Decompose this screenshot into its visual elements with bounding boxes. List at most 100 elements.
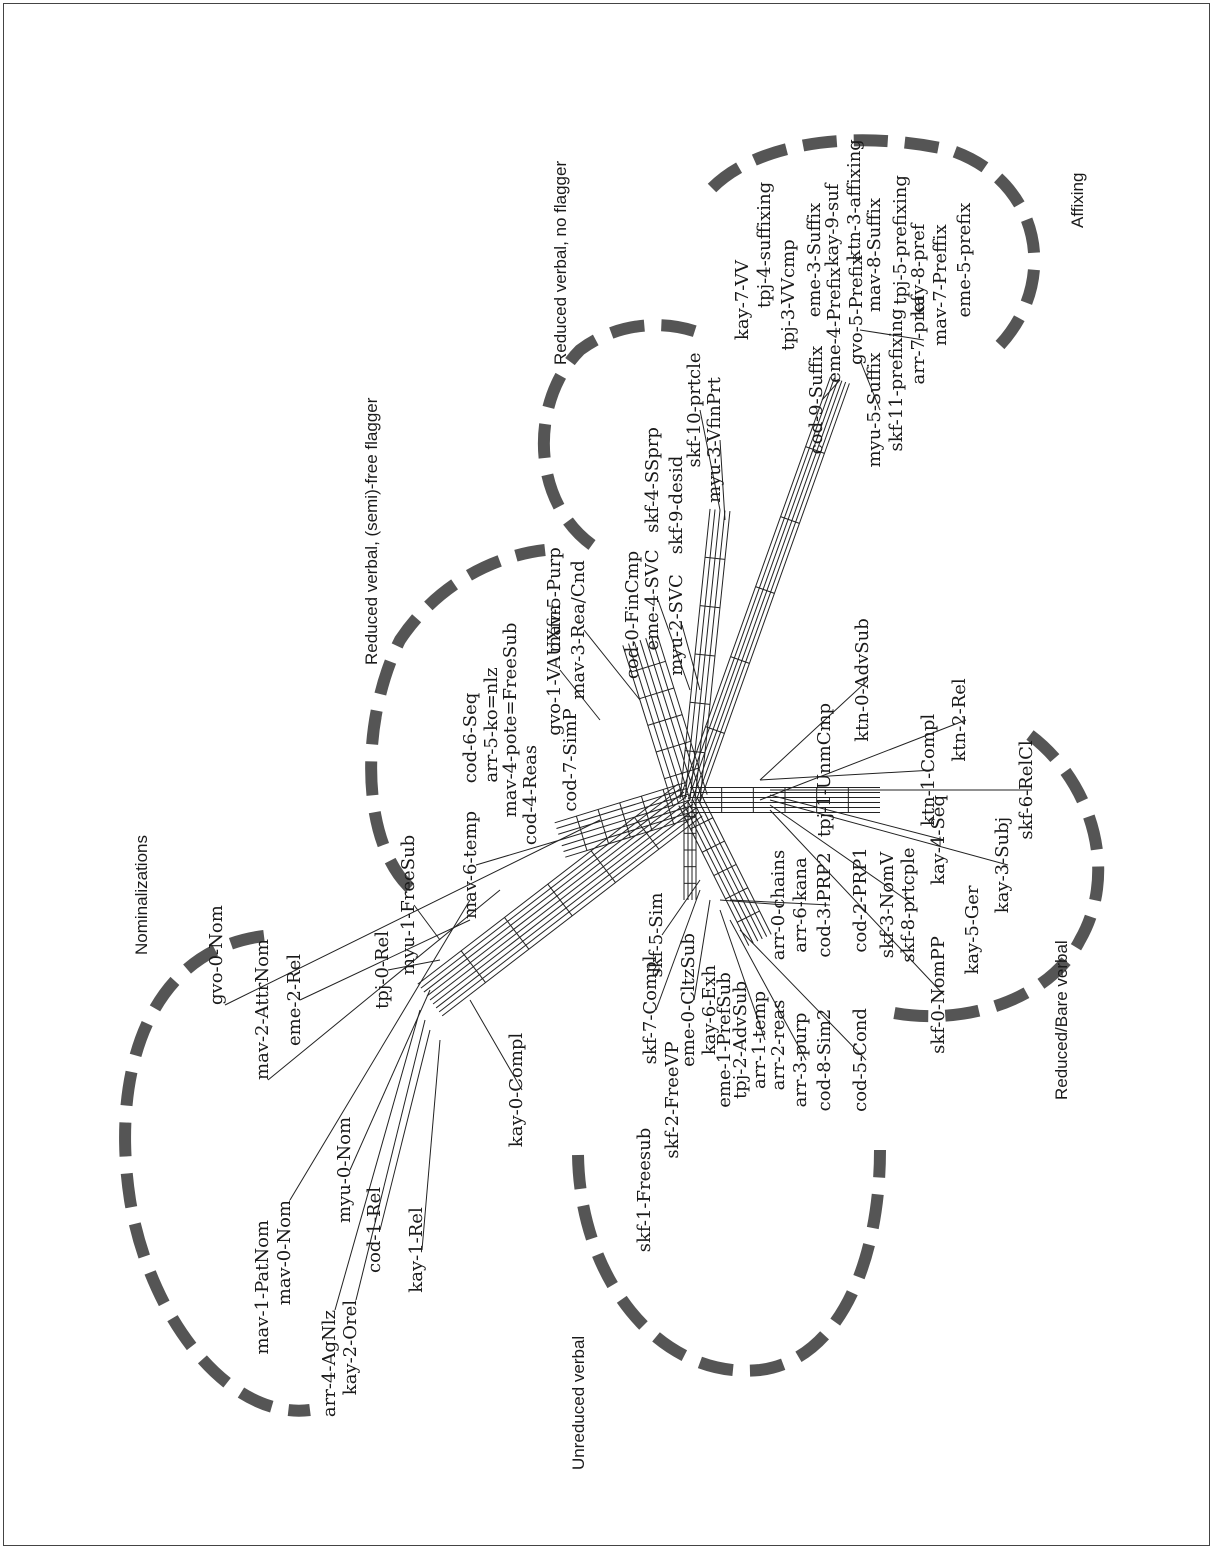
node-label: skf-5-Sim	[646, 893, 667, 978]
node-label: tpj-4-suffixing	[754, 182, 775, 308]
network-spoke	[859, 359, 881, 411]
group-label-reduced-semi-free: Reduced verbal, (semi)-free flagger	[362, 397, 381, 665]
node-label: skf-4-SSprp	[642, 427, 663, 533]
node-label: mav-3-Rea/Cnd	[568, 560, 589, 699]
network-spoke	[469, 999, 523, 1091]
node-label: kay-5-Ger	[962, 885, 983, 974]
network-spoke	[759, 719, 967, 801]
arc-unreduced	[572, 1149, 886, 1377]
node-label: kay-7-VV	[732, 259, 753, 340]
node-label: arr-7-pref	[908, 294, 929, 384]
node-label: cod-4-Reas	[520, 745, 541, 845]
edge-bundle-unreduced-rung	[736, 910, 760, 923]
network-spoke	[719, 909, 766, 1041]
edge-bundle-reduced-semi-free-upper-rung	[639, 687, 674, 700]
network-spoke	[699, 409, 721, 511]
node-label: arr-5-ko=nlz	[481, 667, 502, 782]
network-spoke	[769, 804, 915, 906]
node-label: kay-1-Rel	[406, 1207, 427, 1293]
node-label: ktn-3-affixing	[844, 139, 865, 261]
group-label-reduced-no-flagger: Reduced verbal, no flagger	[551, 161, 570, 365]
node-label: skf-8-prtcple	[898, 847, 919, 962]
network-edges	[224, 329, 1032, 1311]
network-spoke	[355, 1019, 426, 1301]
node-label: skf-10-prtcle	[684, 352, 705, 467]
node-label: skf-11-prefixing	[886, 308, 907, 451]
node-label: tpj-3-VVcmp	[778, 239, 799, 350]
group-label-nominalizations: Nominalizations	[132, 835, 151, 955]
node-label: mav-8-Suffix	[864, 198, 885, 312]
network-spoke	[267, 889, 501, 1081]
node-label: mav-7-Preffix	[930, 224, 951, 346]
edge-bundle-unreduced-rung	[725, 887, 749, 900]
network-spoke	[583, 629, 641, 701]
node-label: kay-4-Seq	[928, 795, 949, 885]
edge-bundle-unreduced-rung	[690, 817, 714, 830]
edge-bundle-unreduced-rung	[701, 840, 725, 853]
edge-bundle-reduced-semi-free-upper-rung	[656, 740, 691, 753]
edge-bundle-affixing-rung	[730, 656, 750, 664]
node-label: skf-2-FreeVP	[662, 1041, 683, 1158]
node-label: ktn-2-Rel	[949, 678, 970, 762]
node-label: mav-1-PatNom	[252, 1220, 273, 1355]
network-spoke	[769, 794, 945, 841]
node-label: skf-1-Freesub	[634, 1128, 655, 1253]
network-spoke	[334, 1009, 421, 1311]
edge-bundle-reduced-semi-free-rung	[662, 789, 675, 825]
edge-bundle-nominalizations-rung	[504, 917, 530, 950]
edge-bundle-reduced-semi-free-upper-rung	[631, 660, 666, 673]
group-label-unreduced: Unreduced verbal	[569, 1336, 588, 1470]
network-spoke	[821, 379, 841, 401]
node-label: skf-3-NomV	[877, 851, 898, 958]
edge-bundle-reduced-semi-free-upper-rung	[647, 714, 683, 726]
node-label: tpj-5-prefixing	[890, 175, 911, 305]
node-label: ktn-0-AdvSub	[852, 618, 873, 742]
node-label: cod-5-Cond	[850, 1008, 871, 1112]
edge-bundle-reduced-semi-free-rung	[619, 802, 631, 838]
edge-bundle-reduced-no-flagger-rung	[695, 653, 715, 657]
network-spoke	[769, 799, 1009, 866]
node-label: cod-0-FinCmp	[622, 551, 643, 679]
node-label: arr-6-kana	[790, 857, 811, 953]
network-spoke	[719, 899, 785, 906]
network-spoke	[661, 879, 701, 936]
node-label: arr-4-AgNlz	[319, 1310, 340, 1417]
edge-bundle-reduced-no-flagger-rung	[690, 701, 710, 705]
edge-bundle-reduced-semi-free-upper-rung	[664, 767, 699, 780]
node-label: skf-9-desid	[666, 456, 687, 554]
network-spoke	[693, 899, 711, 1001]
node-label: eme-1-PrefSub	[714, 972, 735, 1107]
node-label: mav-6-temp	[460, 811, 481, 919]
network-spoke	[769, 809, 945, 996]
node-label: skf-7-Compl	[640, 955, 661, 1064]
node-label: arr-2-reas	[768, 1000, 789, 1091]
node-label: cod-1-Rel	[364, 1187, 385, 1273]
edge-bundle-affixing-rung	[780, 516, 800, 524]
network-spoke	[719, 439, 726, 521]
edge-bundle-reduced-no-flagger-rung	[705, 556, 725, 560]
node-label: gvo-1-VAUXfin	[544, 604, 565, 736]
edge-bundle-reduced-semi-free-rung	[575, 815, 588, 851]
figure-frame	[3, 3, 1210, 1546]
node-label: kay-6-Exh	[699, 964, 720, 1055]
network-spoke	[421, 1039, 441, 1251]
node-label: arr-0-chains	[768, 850, 789, 961]
node-label: mav-0-Nom	[274, 1200, 295, 1305]
group-label-affixing: Affixing	[1068, 173, 1087, 228]
network-spoke	[759, 769, 935, 781]
arc-reduced-bare	[878, 730, 1105, 1023]
edge-bundle-nominalizations-rung	[590, 850, 616, 883]
node-label: mav-2-AttrNom	[252, 939, 273, 1080]
node-label: kay-9-suf	[822, 182, 843, 266]
network-spoke	[859, 329, 925, 341]
node-label: kay-0-Compl	[506, 1033, 527, 1148]
edge-bundle-affixing-rung	[755, 586, 775, 594]
node-label: eme-3-Suffix	[804, 203, 825, 318]
node-label: mav-5-Purp	[544, 547, 565, 652]
node-label: cod-3-PRP2	[814, 852, 835, 957]
arc-reduced-no-flagger	[538, 319, 708, 550]
node-label: skf-6-RelCl	[1016, 740, 1037, 840]
network-spoke	[655, 889, 701, 1011]
